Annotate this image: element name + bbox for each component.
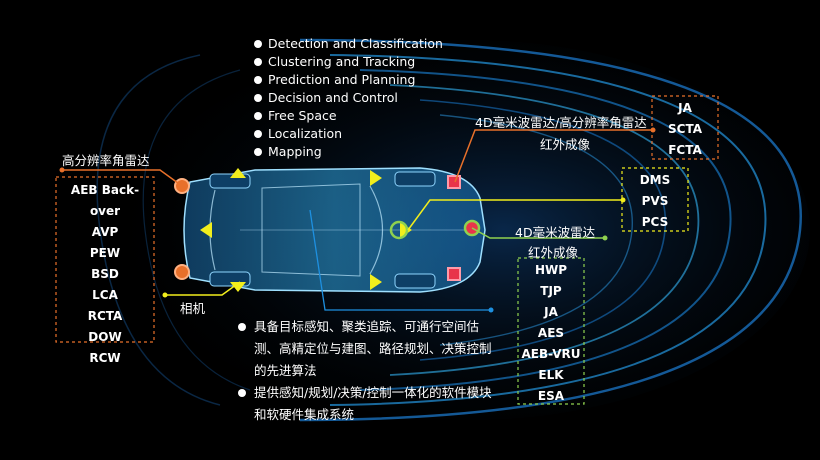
function-item: JA bbox=[544, 305, 558, 319]
function-item: LCA bbox=[92, 288, 118, 302]
mid-right-function-box-frame bbox=[621, 167, 689, 232]
top-right-function-box-frame bbox=[651, 95, 719, 160]
sensor-dots bbox=[174, 175, 481, 281]
bottom-function-box: HWP TJP JA AES AEB-VRU ELK ESA bbox=[518, 260, 584, 407]
function-item: DOW bbox=[88, 330, 122, 344]
function-item: SCTA bbox=[668, 122, 702, 136]
green-leader-4d-radar bbox=[471, 227, 604, 239]
camera-marker bbox=[230, 168, 246, 178]
function-item: TJP bbox=[540, 284, 562, 298]
camera-marker bbox=[230, 282, 246, 292]
capability-item: Mapping bbox=[254, 143, 443, 161]
infrared-lower-label: 红外成像 bbox=[528, 245, 579, 260]
function-item: BSD bbox=[91, 267, 119, 281]
camera-marker bbox=[370, 274, 382, 290]
blue-leader-algorithms bbox=[309, 209, 490, 311]
rear-right-radar bbox=[174, 264, 190, 280]
leader-lines bbox=[59, 127, 656, 313]
function-item: AES bbox=[537, 326, 565, 340]
left-function-box: AEB Back-over AVP PEW BSD LCA RCTA DOW R… bbox=[56, 180, 154, 369]
mid-right-function-box: DMS PVS PCS bbox=[622, 170, 688, 233]
function-item: PEW bbox=[89, 246, 121, 260]
orange-leader-front-radar bbox=[454, 129, 652, 183]
car-top-view bbox=[183, 167, 486, 293]
front-4d-radar-label: 4D毫米波雷达 bbox=[515, 225, 596, 240]
feature-item: 具备目标感知、聚类追踪、可通行空间估测、高精定位与建图、路径规划、决策控制的先进… bbox=[238, 316, 500, 382]
camera-marker bbox=[200, 222, 212, 238]
front-left-radar bbox=[447, 175, 461, 189]
capability-item: Detection and Classification bbox=[254, 35, 443, 53]
function-item: RCTA bbox=[87, 309, 123, 323]
function-item: AEB-VRU bbox=[521, 347, 581, 361]
capability-item: Prediction and Planning bbox=[254, 71, 443, 89]
function-item: FCTA bbox=[668, 143, 702, 157]
front-camera-ring bbox=[389, 220, 409, 240]
function-item: PVS bbox=[641, 194, 669, 208]
feature-list: 具备目标感知、聚类追踪、可通行空间估测、高精定位与建图、路径规划、决策控制的先进… bbox=[238, 316, 500, 426]
capability-item: Free Space bbox=[254, 107, 443, 125]
function-item: PCS bbox=[641, 215, 669, 229]
capability-list: Detection and Classification Clustering … bbox=[254, 35, 443, 161]
capability-item: Clustering and Tracking bbox=[254, 53, 443, 71]
function-item: AVP bbox=[91, 225, 119, 239]
function-item: ESA bbox=[537, 389, 565, 403]
function-item: ELK bbox=[538, 368, 564, 382]
function-item: JA bbox=[678, 101, 692, 115]
radar-wave-arcs bbox=[96, 38, 802, 422]
infrared-top-label: 红外成像 bbox=[540, 137, 591, 152]
bottom-function-box-frame bbox=[517, 257, 585, 405]
function-item: DMS bbox=[639, 173, 671, 187]
camera-label: 相机 bbox=[180, 301, 206, 316]
function-item: HWP bbox=[534, 263, 568, 277]
orange-leader-corner-radar bbox=[64, 169, 183, 187]
yellow-leader-ir bbox=[407, 199, 622, 231]
capability-item: Decision and Control bbox=[254, 89, 443, 107]
corner-radar-label: 高分辨率角雷达 bbox=[62, 153, 150, 168]
feature-item: 提供感知/规划/决策/控制一体化的软件模块和软硬件集成系统 bbox=[238, 382, 500, 426]
function-item: RCW bbox=[89, 351, 121, 365]
top-right-function-box: JA SCTA FCTA bbox=[652, 98, 718, 161]
function-item: AEB Back-over bbox=[70, 183, 140, 218]
camera-marker bbox=[370, 170, 382, 186]
capability-item: Localization bbox=[254, 125, 443, 143]
yellow-leader-camera bbox=[166, 281, 241, 296]
front-right-radar bbox=[447, 267, 461, 281]
left-function-box-frame bbox=[55, 176, 155, 343]
front-radar-high-label: 4D毫米波雷达/高分辨率角雷达 bbox=[475, 115, 647, 130]
